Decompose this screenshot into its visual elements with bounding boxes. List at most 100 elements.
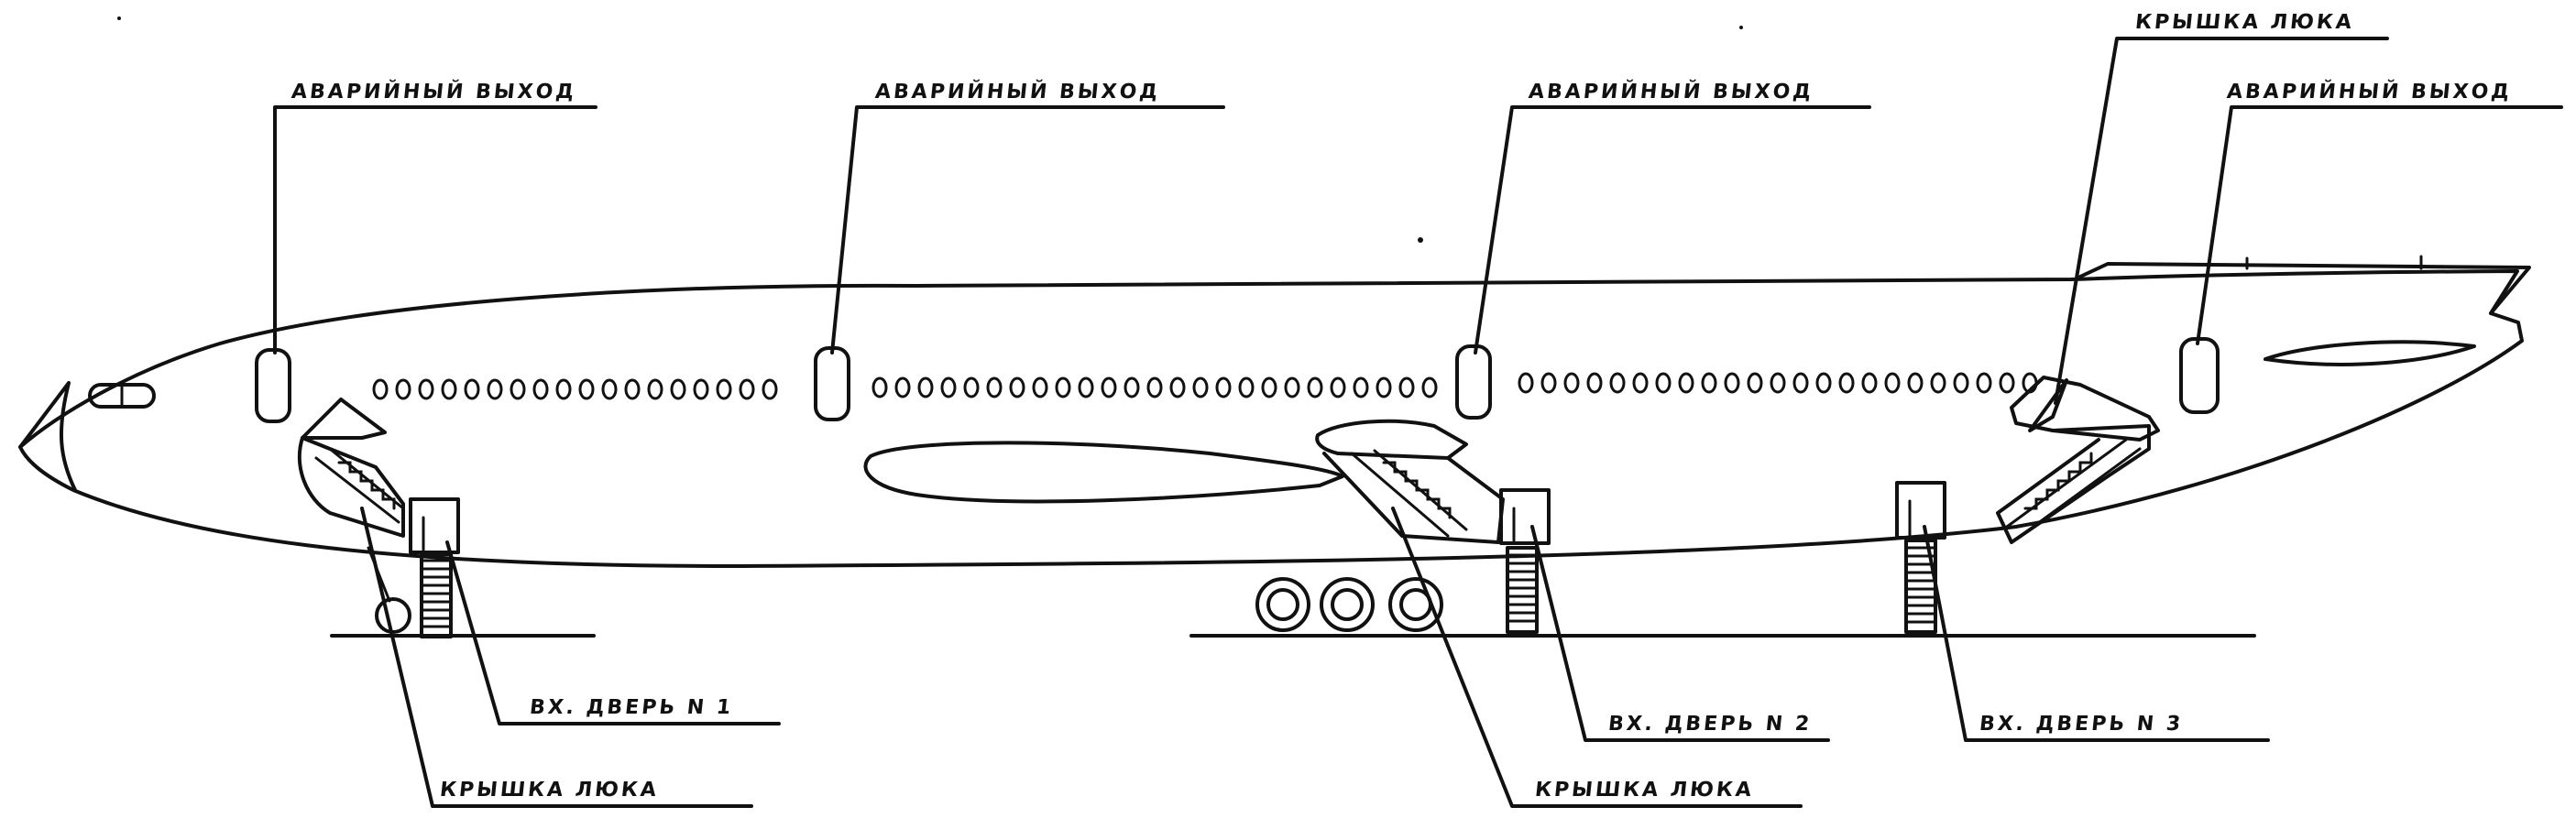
- passenger-window: [1907, 372, 1924, 394]
- passenger-window: [1540, 372, 1557, 394]
- passenger-window: [1032, 376, 1048, 398]
- label-entry-door-2: ВХ. ДВЕРЬ N 2: [1606, 713, 1814, 736]
- passenger-window: [1678, 372, 1694, 394]
- leader-exit4: [2196, 105, 2563, 345]
- label-emergency-exit-3: АВАРИЙНЫЙ ВЫХОД: [1527, 81, 1815, 104]
- passenger-window: [1124, 376, 1140, 398]
- tail-fin: [2078, 262, 2531, 315]
- passenger-window: [1009, 376, 1025, 398]
- nose-cone: [18, 381, 77, 492]
- passenger-window: [1792, 372, 1809, 394]
- main-landing-gear: [1255, 577, 1443, 632]
- stray-dot-2: [117, 16, 121, 20]
- leader-door1: [445, 540, 781, 725]
- passenger-window: [693, 378, 709, 400]
- passenger-window: [1101, 376, 1117, 398]
- leader-hatch-bottom-mid: [1391, 507, 1803, 808]
- passenger-window: [532, 378, 549, 400]
- passenger-window: [1353, 376, 1369, 398]
- passenger-window: [762, 378, 778, 400]
- passenger-window: [1815, 372, 1832, 394]
- emergency-exit-door-4: [2179, 337, 2220, 414]
- passenger-window: [1376, 376, 1392, 398]
- passenger-window: [917, 376, 934, 398]
- door2-hatch-assembly: [1315, 419, 1551, 545]
- emergency-exit-door-2: [814, 346, 850, 421]
- passenger-window: [555, 378, 572, 400]
- passenger-window: [986, 376, 1003, 398]
- passenger-window: [1518, 372, 1534, 394]
- passenger-window: [1724, 372, 1740, 394]
- passenger-window: [395, 378, 411, 400]
- passenger-window: [940, 376, 957, 398]
- passenger-window: [487, 378, 503, 400]
- passenger-window: [372, 378, 389, 400]
- passenger-window: [1330, 376, 1346, 398]
- passenger-window: [1421, 376, 1438, 398]
- passenger-window: [1838, 372, 1855, 394]
- passenger-window: [601, 378, 618, 400]
- passenger-window: [1586, 372, 1603, 394]
- passenger-window: [1563, 372, 1580, 394]
- passenger-window: [1261, 376, 1277, 398]
- passenger-window: [1238, 376, 1255, 398]
- wing: [863, 441, 1344, 504]
- passenger-window: [418, 378, 434, 400]
- leader-door3: [1923, 525, 2270, 742]
- label-emergency-exit-4: АВАРИЙНЫЙ ВЫХОД: [2225, 81, 2514, 104]
- passenger-window: [963, 376, 980, 398]
- passenger-window: [1953, 372, 1969, 394]
- passenger-window: [1861, 372, 1878, 394]
- passenger-window: [510, 378, 526, 400]
- label-entry-door-1: ВХ. ДВЕРЬ N 1: [528, 696, 735, 719]
- emergency-exit-door-3: [1455, 344, 1492, 420]
- passenger-window: [647, 378, 663, 400]
- leader-exit1: [273, 105, 597, 355]
- leader-door2: [1530, 525, 1830, 742]
- stray-dot-1: [1418, 237, 1423, 243]
- passenger-window: [1215, 376, 1232, 398]
- passenger-window: [871, 376, 888, 398]
- passenger-window: [1307, 376, 1323, 398]
- passenger-window: [1701, 372, 1717, 394]
- label-entry-door-3: ВХ. ДВЕРЬ N 3: [1978, 713, 2185, 736]
- leader-hatch-bottom-left: [360, 507, 753, 808]
- horizontal-stabilizer: [2264, 340, 2476, 366]
- passenger-window: [441, 378, 457, 400]
- passenger-window: [464, 378, 480, 400]
- passenger-window: [1976, 372, 1992, 394]
- passenger-window: [578, 378, 595, 400]
- label-hatch-cover-bottom-left: КРЫШКА ЛЮКА: [438, 779, 661, 802]
- passenger-window: [624, 378, 641, 400]
- passenger-window: [739, 378, 755, 400]
- passenger-window: [1999, 372, 2015, 394]
- passenger-window: [1930, 372, 1946, 394]
- door1-ladder: [420, 552, 453, 638]
- leader-exit2: [830, 105, 1225, 355]
- passenger-window: [1055, 376, 1071, 398]
- passenger-window: [894, 376, 911, 398]
- passenger-windows: [372, 372, 2038, 400]
- leader-exit3: [1474, 105, 1871, 355]
- passenger-window: [1192, 376, 1209, 398]
- passenger-window: [1632, 372, 1649, 394]
- leader-hatch-top: [2054, 37, 2389, 405]
- fuselage-outline: [18, 269, 2524, 568]
- door2-ladder: [1506, 546, 1539, 634]
- label-hatch-cover-bottom-mid: КРЫШКА ЛЮКА: [1533, 779, 1756, 802]
- label-emergency-exit-2: АВАРИЙНЫЙ ВЫХОД: [873, 81, 1162, 104]
- stray-dot-3: [1739, 26, 1743, 29]
- passenger-window: [1609, 372, 1626, 394]
- passenger-window: [1770, 372, 1786, 394]
- passenger-window: [716, 378, 732, 400]
- label-hatch-cover-top: КРЫШКА ЛЮКА: [2133, 11, 2356, 34]
- passenger-window: [1078, 376, 1094, 398]
- passenger-window: [670, 378, 686, 400]
- passenger-window: [1146, 376, 1163, 398]
- nose-wheel: [375, 597, 411, 634]
- passenger-window: [1747, 372, 1763, 394]
- door3-hatch-assembly: [1895, 376, 2160, 544]
- passenger-window: [1655, 372, 1672, 394]
